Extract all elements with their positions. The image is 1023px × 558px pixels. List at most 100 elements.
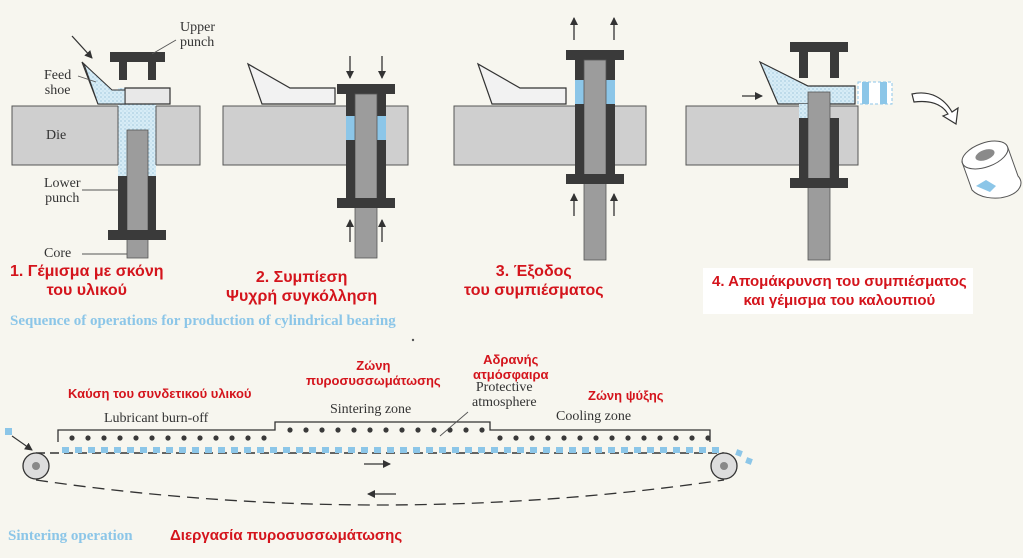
heater-dot <box>85 435 91 441</box>
belt-part <box>517 447 524 453</box>
caption-sintering-en: Sintering operation <box>8 528 133 544</box>
belt-part <box>309 447 316 453</box>
belt-part <box>465 447 472 453</box>
belt-part <box>218 447 225 453</box>
belt-part <box>127 447 134 453</box>
belt-part <box>426 447 433 453</box>
heater-dot <box>431 427 437 433</box>
step4-diagram <box>685 42 1022 261</box>
step1-diagram <box>11 35 201 259</box>
belt-part <box>699 447 706 453</box>
belt-part <box>452 447 459 453</box>
belt-part <box>231 447 238 453</box>
furnace-dots <box>69 427 711 441</box>
heater-dot <box>149 435 155 441</box>
heater-dot <box>609 435 615 441</box>
heater-dot <box>101 435 107 441</box>
heater-dot <box>261 435 267 441</box>
belt-part <box>660 447 667 453</box>
belt-part <box>153 447 160 453</box>
heater-dot <box>705 435 711 441</box>
belt-part <box>88 447 95 453</box>
core-rod <box>583 59 607 261</box>
core-rod <box>807 91 831 261</box>
belt-part <box>608 447 615 453</box>
belt-part <box>244 447 251 453</box>
powder-fill <box>799 104 808 118</box>
step2-diagram <box>222 56 409 259</box>
feed-shoe <box>758 60 856 105</box>
compact <box>346 116 355 140</box>
core-rod <box>354 93 378 259</box>
belt-part <box>543 447 550 453</box>
heater-dot <box>303 427 309 433</box>
heater-dot <box>593 435 599 441</box>
heater-dot <box>133 435 139 441</box>
heater-dot <box>513 435 519 441</box>
heater-dot <box>415 427 421 433</box>
belt-part <box>205 447 212 453</box>
belt-part <box>634 447 641 453</box>
zone-burnoff-gr: Καύση του συνδετικού υλικού <box>68 386 252 401</box>
die-block <box>453 105 647 166</box>
belt-part <box>686 447 693 453</box>
heater-dot <box>399 427 405 433</box>
belt-part <box>270 447 277 453</box>
die-block <box>11 105 201 166</box>
heater-dot <box>117 435 123 441</box>
belt-part <box>62 447 69 453</box>
heater-dot <box>657 435 663 441</box>
lower-punch <box>118 176 156 230</box>
heater-dot <box>245 435 251 441</box>
compact <box>606 80 615 104</box>
heater-dot <box>197 435 203 441</box>
belt-part <box>348 447 355 453</box>
belt-part <box>647 447 654 453</box>
heater-dot <box>545 435 551 441</box>
belt-part <box>569 447 576 453</box>
heater-dot <box>165 435 171 441</box>
heater-dot <box>641 435 647 441</box>
step4-caption-box <box>703 268 973 314</box>
heater-dot <box>625 435 631 441</box>
heater-dot <box>463 427 469 433</box>
step3-diagram <box>453 17 647 261</box>
belt-part <box>75 447 82 453</box>
belt-part <box>361 447 368 453</box>
heater-dot <box>689 435 695 441</box>
belt-part <box>387 447 394 453</box>
zone-sintering-en: Sintering zone <box>330 402 412 417</box>
belt-part <box>140 447 147 453</box>
belt-part <box>296 447 303 453</box>
zone-cooling-gr: Ζώνη ψύξης <box>588 388 664 403</box>
feed-shoe <box>476 62 567 105</box>
belt-part <box>582 447 589 453</box>
heater-dot <box>561 435 567 441</box>
zone-burnoff-en: Lubricant burn-off <box>104 411 209 426</box>
heater-dot <box>367 427 373 433</box>
heater-dot <box>229 435 235 441</box>
heater-dot <box>181 435 187 441</box>
caption-sintering-gr: Διεργασία πυροσυσσωμάτωσης <box>170 527 403 544</box>
heater-dot <box>213 435 219 441</box>
label-die: Die <box>46 128 67 143</box>
belt-part <box>374 447 381 453</box>
heater-dot <box>351 427 357 433</box>
belt-part <box>530 447 537 453</box>
belt-part <box>621 447 628 453</box>
belt-part <box>504 447 511 453</box>
furnace-outline <box>57 421 711 442</box>
zone-cooling-en: Cooling zone <box>556 409 632 424</box>
belt-part <box>257 447 264 453</box>
belt-part <box>478 447 485 453</box>
heater-dot <box>577 435 583 441</box>
heater-dot <box>335 427 341 433</box>
label-core: Core <box>44 246 72 261</box>
